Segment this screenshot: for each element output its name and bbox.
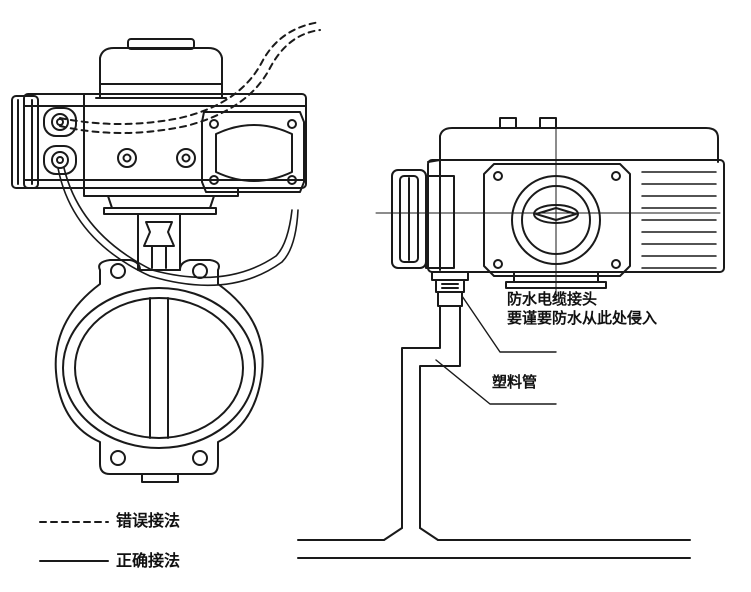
cable-gland-icon	[431, 271, 469, 307]
plastic-conduit	[383, 305, 461, 541]
waterproof-connector-label: 防水电缆接头	[507, 290, 598, 308]
wrong-wiring-path	[59, 21, 321, 134]
valve-disc-icon	[62, 287, 256, 449]
waterproof-warning-label: 要谨要防水从此处侵入	[507, 309, 658, 327]
actuator-top-cover-right	[439, 117, 719, 163]
bottom-flange-right	[505, 271, 607, 289]
actuator-flange	[83, 187, 239, 215]
right-actuator-assembly	[297, 117, 725, 559]
side-block	[425, 175, 455, 269]
actuator-housing	[23, 93, 307, 189]
handwheel-icon	[391, 169, 427, 269]
center-lines	[375, 119, 721, 301]
cable-trunk	[297, 539, 691, 559]
left-valve-assembly	[11, 21, 321, 483]
valve-body	[54, 259, 264, 483]
housing-screws	[117, 148, 196, 168]
plastic-pipe-label: 塑料管	[492, 373, 538, 391]
actuator-top-cover	[95, 38, 227, 99]
indicator-plate	[483, 163, 631, 277]
cooling-fins	[641, 171, 717, 269]
legend	[39, 521, 109, 562]
cable-gland-icon	[43, 107, 77, 137]
actuator-end-cap	[11, 95, 39, 189]
correct-wiring-path	[57, 167, 299, 287]
legend-wrong-label: 错误接法	[116, 511, 181, 530]
legend-correct-label: 正确接法	[116, 551, 181, 570]
valve-stem	[137, 213, 181, 271]
indicator-window	[201, 111, 305, 193]
actuator-housing-right	[427, 159, 725, 273]
cable-gland-icon	[43, 145, 77, 175]
leader-lines	[435, 295, 557, 405]
